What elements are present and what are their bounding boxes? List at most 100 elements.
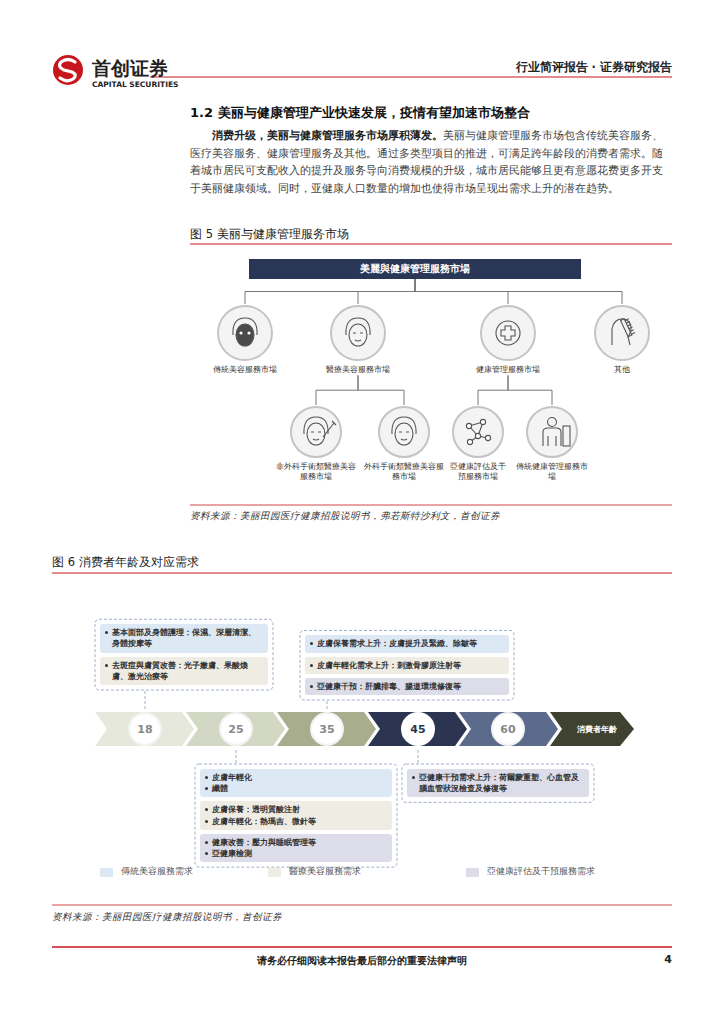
demand-text: 健康改善：壓力與睡眠管理等 [212,837,316,848]
legend-text: 傳統美容服務需求 [121,866,193,878]
node-label: 18 [137,723,152,736]
caption-rule [190,244,672,245]
footer-rule [52,946,672,948]
leader-line [236,748,237,763]
bullet-dot [205,852,208,855]
market-icon-node: 非外科手術類醫療美容服務市場 [274,405,358,482]
icon-circle [379,407,429,457]
paragraph: 消费升级，美丽与健康管理服务市场厚积薄发。美丽与健康管理服务市场包含传统美容服务… [190,127,672,197]
node-label: 其他 [582,365,662,375]
legend-swatch [466,868,479,877]
market-icon [329,304,387,362]
icon-circle [218,306,272,360]
icon-circle [527,407,577,457]
legend-item: 醫療美容服務需求 [268,866,361,878]
node-label: 醫療美容服務市場 [313,365,403,375]
demand-text: 基本面部及身體護理：保濕、深層清潔、身體按摩等 [112,627,263,649]
timeline-chevron [95,712,194,746]
node-label: 60 [500,723,515,736]
bullet-line: 皮膚年輕化需求上升：刺激骨膠原注射等 [310,660,504,671]
group-frame [195,764,397,867]
leader-line [145,691,146,710]
market-icon-node: 健康管理服務市場 [463,304,553,375]
bullet-dot [310,685,313,688]
demand-text: 皮膚年輕化需求上升：刺激骨膠原注射等 [317,660,461,671]
header-text: 行业简评报告 · 证券研究报告 [440,60,672,75]
market-icon-node: 傳統健康管理服務市場 [514,405,590,482]
demand-text: 皮膚年輕化：熱瑪吉、微針等 [212,816,316,827]
figure-rule [52,905,672,906]
demand-row: 去斑痘與膚質改善：光子嫩膚、果酸煥膚、激光治療等 [100,657,268,685]
legend-item: 亞健康評估及干預服務需求 [466,866,595,878]
node-label: 健康管理服務市場 [463,365,553,375]
bullet-dot [310,664,313,667]
chevron-fill [550,712,634,746]
node-label: 45 [410,723,425,736]
tree-connector [358,279,415,304]
demand-text: 亞健康干預：肝臟排毒、腸道環境修復等 [317,681,461,692]
market-icon [377,405,431,459]
bullet-line: 纖體 [205,783,387,794]
market-icon [593,304,651,362]
bullet-dot [105,664,108,667]
age-circle: 25 [219,712,253,746]
market-icon [289,405,343,459]
bullet-dot [205,776,208,779]
bullet-line: 皮膚保養需求上升：皮膚提升及緊緻、除皺等 [310,638,504,649]
node-label: 35 [319,723,334,736]
group-frame [402,764,594,802]
node-label: 傳統健康管理服務市場 [514,462,590,482]
demand-row: 皮膚保養：透明質酸注射皮膚年輕化：熱瑪吉、微針等 [200,801,392,829]
icon-circle [291,407,341,457]
bullet-line: 健康改善：壓力與睡眠管理等 [205,837,387,848]
demand-row: 皮膚保養需求上升：皮膚提升及緊緻、除皺等 [305,635,509,652]
bullet-dot [412,776,415,779]
market-icon [451,405,505,459]
icon-glyph [543,418,570,447]
bullet-dot [105,631,108,634]
market-icon-node: 醫療美容服務市場 [313,304,403,375]
source-note: 资料来源：美丽田园医疗健康招股说明书，弗若斯特沙利文，首创证券 [190,510,672,523]
figure-caption: 图 5 美丽与健康管理服务市场 [190,227,349,242]
header-rule [150,76,672,77]
tree-connector [358,375,404,405]
market-icon-node: 其他 [582,304,662,375]
logo-subtext: CAPITAL SECURITIES [92,80,178,89]
icon-circle [481,306,535,360]
legend-item: 傳統美容服務需求 [100,866,193,878]
icon-glyph [233,318,257,346]
icon-glyph [304,417,336,445]
demand-row: 皮膚年輕化需求上升：刺激骨膠原注射等 [305,657,509,674]
group-frame [95,619,273,690]
timeline-chevron [459,712,558,746]
node-label: 外科手術類醫療美容服務市場 [362,462,446,482]
demand-row: 皮膚年輕化纖體 [200,769,392,797]
bullet-line: 亞健康干預：肝臟排毒、腸道環境修復等 [310,681,504,692]
node-label: 亞健康評估及干預服務市場 [448,462,508,482]
demand-text: 皮膚年輕化 [212,772,252,783]
node-label: 25 [228,723,243,736]
demand-text: 皮膚保養需求上升：皮膚提升及緊緻、除皺等 [317,638,477,649]
group-frame [300,630,514,700]
icon-circle [331,306,385,360]
timeline-chevron [368,712,467,746]
bullet-dot [205,787,208,790]
lead-sentence: 消费升级，美丽与健康管理服务市场厚积薄发。 [212,129,443,142]
page-number: 4 [640,953,672,966]
tree-connector [245,279,415,304]
age-circle: 60 [491,712,525,746]
tree-connector [316,375,358,405]
timeline-chevron [277,712,376,746]
root-box: 美麗與健康管理服務市場 [249,259,581,279]
leader-line [327,701,328,710]
age-axis-chevron: 消費者年齡 [550,712,634,746]
bullet-dot [205,841,208,844]
bullet-line: 基本面部及身體護理：保濕、深層清潔、身體按摩等 [105,627,263,649]
icon-circle [453,407,503,457]
caption-rule [52,573,672,574]
icon-glyph [496,321,520,345]
logo-mark [53,55,83,85]
bullet-line: 皮膚保養：透明質酸注射 [205,804,387,815]
